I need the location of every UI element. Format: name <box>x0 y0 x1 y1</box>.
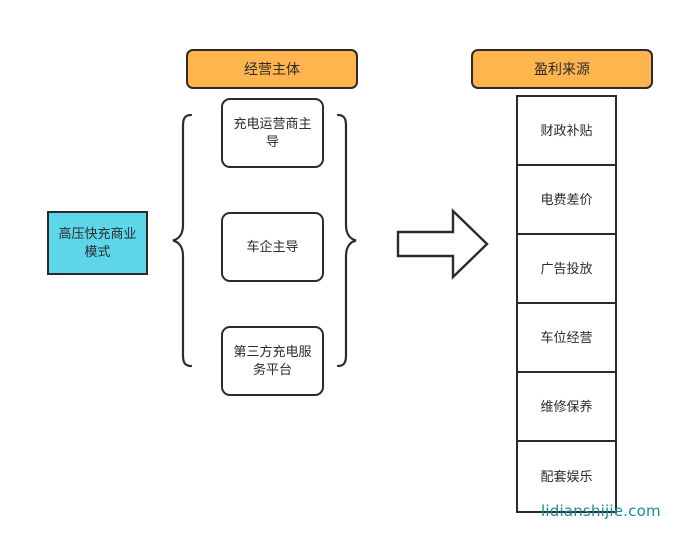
profit-source-item: 车位经营 <box>518 304 615 373</box>
source-box-label: 高压快充商业 模式 <box>58 226 137 259</box>
entity-box-label: 车企主导 <box>246 239 299 255</box>
entity-box-label: 充电运营商主 导 <box>233 116 312 149</box>
brace-left-icon <box>171 113 193 368</box>
profit-source-label: 车位经营 <box>540 329 593 345</box>
header-profit-label: 盈利来源 <box>534 60 590 77</box>
brace-right-icon <box>336 113 358 368</box>
header-entities-label: 经营主体 <box>244 60 300 77</box>
profit-source-label: 维修保养 <box>540 398 593 414</box>
profit-source-label: 财政补贴 <box>540 122 593 138</box>
profit-source-stack: 财政补贴 电费差价 广告投放 车位经营 维修保养 配套娱乐 <box>516 95 617 513</box>
watermark-text: lidianshijie.com <box>541 502 661 520</box>
flow-arrow-right-icon <box>396 208 489 280</box>
entity-box: 充电运营商主 导 <box>221 98 324 168</box>
profit-source-item: 电费差价 <box>518 166 615 235</box>
profit-source-item: 广告投放 <box>518 235 615 304</box>
profit-source-item: 维修保养 <box>518 373 615 442</box>
profit-source-item: 配套娱乐 <box>518 442 615 511</box>
profit-source-label: 配套娱乐 <box>540 468 593 484</box>
profit-source-item: 财政补贴 <box>518 97 615 166</box>
entity-box-label: 第三方充电服 务平台 <box>233 344 312 377</box>
header-profit-sources: 盈利来源 <box>471 49 653 89</box>
header-operating-entities: 经营主体 <box>186 49 358 89</box>
profit-source-label: 广告投放 <box>540 260 593 276</box>
source-box-business-model: 高压快充商业 模式 <box>47 211 148 275</box>
profit-source-label: 电费差价 <box>540 191 593 207</box>
entity-box: 车企主导 <box>221 212 324 282</box>
entity-box: 第三方充电服 务平台 <box>221 326 324 396</box>
